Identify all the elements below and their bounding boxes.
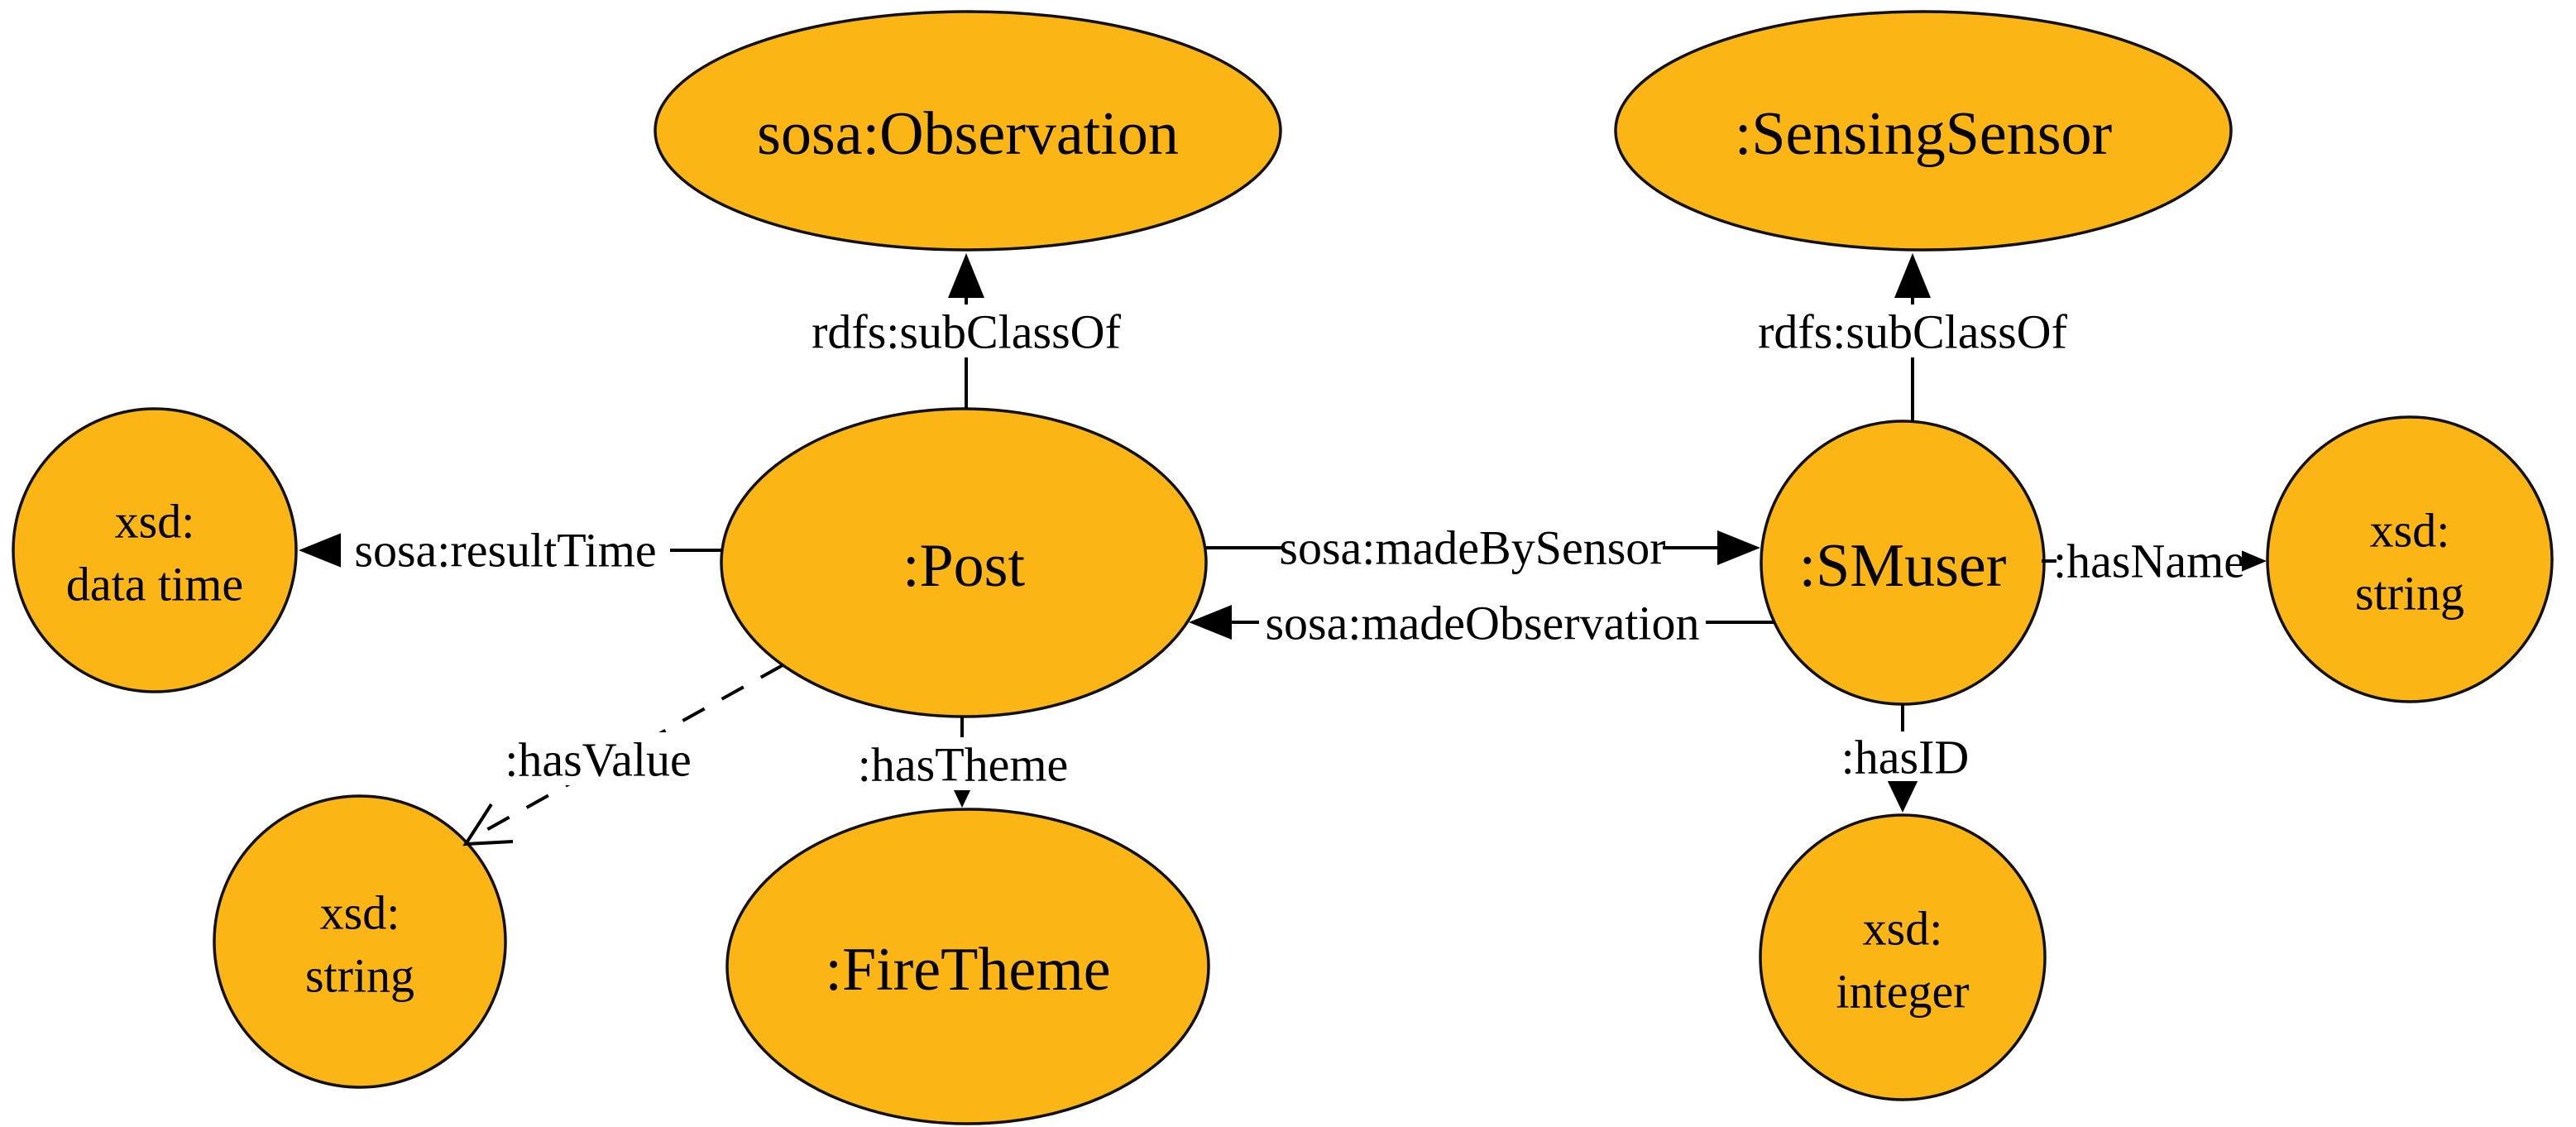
edge-label-result-time: sosa:resultTime (354, 524, 656, 578)
edge-label-has-theme: :hasTheme (858, 738, 1068, 792)
node-label-xsd-string-right-line1: xsd: (2370, 504, 2450, 558)
node-label-xsd-string-left-line2: string (305, 949, 414, 1003)
node-label-xsd-integer-line1: xsd: (1863, 902, 1943, 956)
node-label-smuser: :SMuser (1799, 532, 2007, 600)
node-label-fire-theme: :FireTheme (825, 936, 1110, 1004)
node-label-xsd-integer-line2: integer (1836, 965, 1969, 1019)
edge-label-has-id: :hasID (1841, 731, 1970, 784)
node-xsd-integer (1759, 813, 2047, 1101)
edge-label-has-value: :hasValue (505, 733, 692, 787)
label-bg (859, 737, 1067, 790)
edge-label-smuser-subclassof: rdfs:subClassOf (1758, 305, 2067, 359)
edge-label-made-observation: sosa:madeObservation (1265, 597, 1699, 650)
node-xsd-string-right (2266, 415, 2554, 703)
edge-has-name-arrowhead (2235, 548, 2267, 574)
node-label-post: :Post (903, 532, 1026, 600)
node-label-xsd-string-right-line2: string (2355, 567, 2464, 621)
edge-has-value-arrowhead (462, 803, 514, 846)
node-xsd-string-left (213, 794, 507, 1089)
label-bg (1739, 305, 2086, 357)
label-bg (341, 524, 670, 575)
edge-made-by-sensor-arrowhead (1717, 530, 1760, 565)
node-label-xsd-string-left-line1: xsd: (320, 886, 400, 940)
edge-has-value-line (471, 664, 783, 840)
edge-has-id-arrowhead (1884, 775, 1921, 813)
label-bg (1259, 597, 1706, 648)
edge-smuser-subclassof-arrowhead (1894, 253, 1931, 298)
label-bg (1282, 521, 1663, 573)
node-sosa-observation (654, 10, 1282, 252)
edge-label-made-by-sensor: sosa:madeBySensor (1279, 521, 1665, 575)
edge-label-has-name: :hasName (2053, 535, 2245, 588)
node-sensing-sensor (1614, 10, 2233, 252)
node-label-sosa-observation: sosa:Observation (757, 100, 1179, 168)
node-fire-theme (725, 808, 1210, 1125)
label-bg (1833, 731, 1977, 781)
edge-post-subclassof-arrowhead (948, 253, 984, 298)
edge-result-time-arrowhead (299, 533, 342, 568)
node-label-xsd-data-time-line2: data time (66, 558, 243, 611)
label-bg (792, 305, 1140, 357)
edge-made-observation-arrowhead (1189, 605, 1232, 640)
node-label-xsd-data-time-line1: xsd: (115, 495, 195, 549)
edge-label-post-subclassof: rdfs:subClassOf (812, 305, 1121, 359)
node-label-sensing-sensor: :SensingSensor (1735, 100, 2112, 168)
node-xsd-data-time (12, 407, 298, 693)
label-bg (2056, 535, 2242, 585)
label-bg (495, 732, 701, 785)
